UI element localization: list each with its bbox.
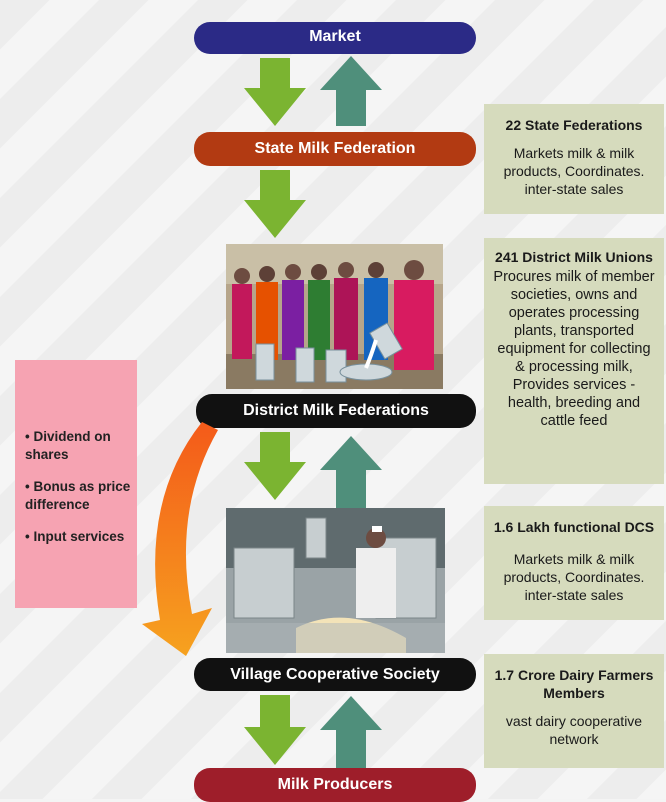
farmers-info-box: 1.7 Crore Dairy Farmers Members vast dai… xyxy=(484,654,664,768)
curved-arrow-icon xyxy=(142,422,218,656)
village-society-node: Village Cooperative Society xyxy=(194,658,476,691)
milk-producers-label: Milk Producers xyxy=(277,776,393,793)
women-milk-collection-photo xyxy=(226,244,443,389)
down-arrow-icon xyxy=(244,170,306,238)
state-federation-label: State Milk Federation xyxy=(254,140,416,157)
dcs-info-box: 1.6 Lakh functional DCS Markets milk & m… xyxy=(484,506,664,620)
district-federations-label: District Milk Federations xyxy=(243,402,429,419)
village-society-label: Village Cooperative Society xyxy=(230,666,440,683)
state-info-title: 22 State Federations xyxy=(505,117,643,133)
milk-producers-node: Milk Producers xyxy=(194,768,476,802)
up-arrow-icon xyxy=(320,696,382,768)
market-node: Market xyxy=(194,22,476,54)
state-info-box: 22 State Federations Markets milk & milk… xyxy=(484,104,664,214)
benefit-item: • Input services xyxy=(25,529,125,544)
district-info-title: 241 District Milk Unions xyxy=(495,249,653,265)
up-arrow-icon xyxy=(320,436,382,508)
benefits-box: • Dividend on shares • Bonus as price di… xyxy=(15,360,137,608)
milk-processing-plant-photo xyxy=(226,508,445,653)
district-info-text: Procures milk of member societies, owns … xyxy=(493,269,655,429)
district-info-box: 241 District Milk Unions Procures milk o… xyxy=(484,238,664,484)
dcs-info-text: Markets milk & milk products, Coordinate… xyxy=(503,551,645,603)
down-arrow-icon xyxy=(244,58,306,126)
state-info-text: Markets milk & milk products, Coordinate… xyxy=(503,145,645,197)
farmers-info-title: 1.7 Crore Dairy Farmers Members xyxy=(494,667,654,701)
market-label: Market xyxy=(309,28,361,45)
dcs-info-title: 1.6 Lakh functional DCS xyxy=(493,519,655,535)
farmers-info-text: vast dairy cooperative network xyxy=(505,713,643,747)
benefit-item: • Bonus as price difference xyxy=(25,479,131,512)
down-arrow-icon xyxy=(244,432,306,500)
up-arrow-icon xyxy=(320,56,382,126)
district-federations-node: District Milk Federations xyxy=(196,394,476,428)
state-federation-node: State Milk Federation xyxy=(194,132,476,166)
down-arrow-icon xyxy=(244,695,306,765)
benefit-item: • Dividend on shares xyxy=(25,429,111,462)
